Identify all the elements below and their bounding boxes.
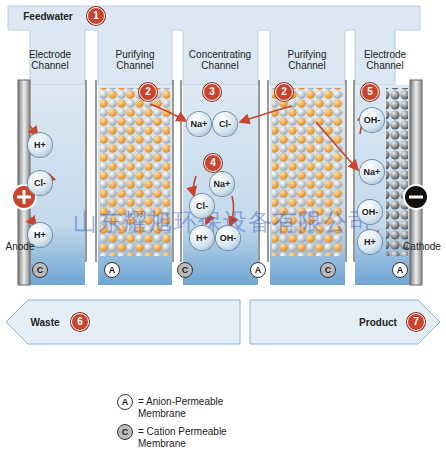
ion-label: Cl- (196, 201, 208, 211)
legend-marker: C (117, 424, 133, 440)
ion-circle: Na+ (187, 112, 211, 136)
ion-circle: Cl- (190, 194, 214, 218)
membrane-marker: A (104, 262, 120, 278)
ion-label: Cl- (219, 119, 231, 129)
ion-label: OH- (364, 115, 381, 125)
channel-header: Electrode Channel (353, 49, 417, 71)
legend-text: = Anion-Permeable Membrane (138, 396, 248, 420)
channel-header: Concentrating Channel (188, 49, 252, 71)
ion-label: Na+ (191, 119, 208, 129)
membrane-marker: A (250, 262, 266, 278)
ion-label: H+ (196, 233, 208, 243)
callout-number: 3 (203, 83, 221, 101)
legend-text: = Cation Permeable Membrane (138, 426, 248, 450)
ion-circle: OH- (358, 200, 382, 224)
channel-header: Purifying Channel (103, 49, 167, 71)
callout-number: 2 (139, 83, 157, 101)
ion-label: H+ (34, 140, 46, 150)
electrode-label: Anode (6, 241, 35, 252)
legend-marker: A (117, 394, 133, 410)
callout-number: 2 (275, 83, 293, 101)
membrane-marker: A (392, 262, 408, 278)
title-label: Feedwater (23, 11, 72, 22)
electrode-label: Cathode (403, 241, 441, 252)
membrane-marker: C (32, 262, 48, 278)
callout-number: 4 (204, 154, 222, 172)
callout-number: 5 (361, 83, 379, 101)
ion-label: Cl- (34, 178, 46, 188)
flow-label: Waste (30, 317, 59, 328)
ion-label: Na+ (364, 167, 381, 177)
membrane-marker: C (177, 262, 193, 278)
ion-circle: OH- (216, 226, 240, 250)
callout-number: 1 (87, 7, 105, 25)
ion-circle: OH- (360, 108, 384, 132)
membrane-marker: C (320, 262, 336, 278)
ion-circle: H+ (358, 230, 382, 254)
ion-label: OH- (362, 207, 379, 217)
ion-circle: H+ (28, 133, 52, 157)
ion-circle: Cl- (213, 112, 237, 136)
ion-circle: Na+ (210, 172, 234, 196)
ion-label: H+ (34, 230, 46, 240)
channel-header: Purifying Channel (275, 49, 339, 71)
ion-circle: Na+ (360, 160, 384, 184)
flow-label: Product (359, 317, 397, 328)
ion-label: OH- (220, 233, 237, 243)
channel-header: Electrode Channel (18, 49, 82, 71)
ion-label: Na+ (214, 179, 231, 189)
ion-circle: Cl- (28, 171, 52, 195)
ion-circle: H+ (190, 226, 214, 250)
ion-label: H+ (364, 237, 376, 247)
callout-number: 6 (71, 313, 89, 331)
callout-number: 7 (407, 313, 425, 331)
